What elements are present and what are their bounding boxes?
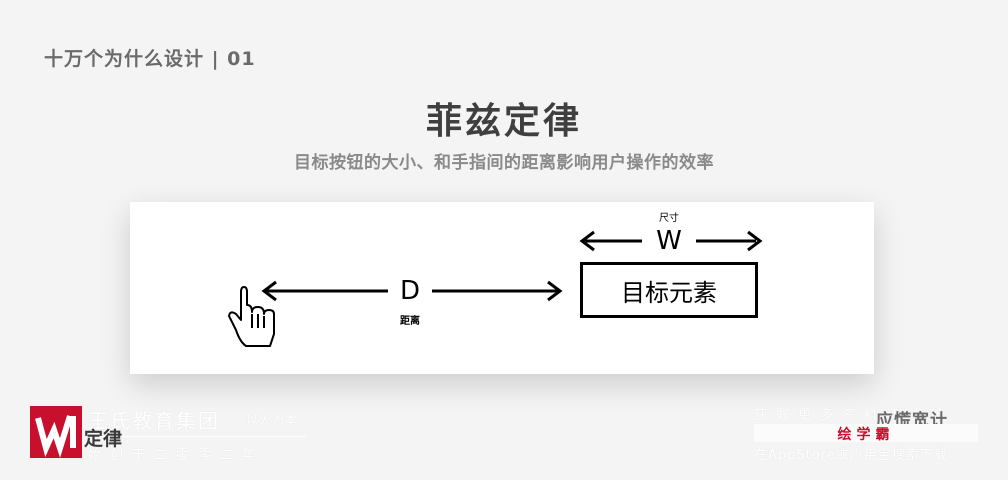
hand-pointer-icon	[228, 286, 275, 347]
series-label: 十万个为什么设计 | 01	[44, 48, 256, 70]
overlay-word: 定律	[84, 428, 123, 450]
distance-letter: D	[399, 276, 421, 306]
brand-divider	[88, 436, 306, 437]
width-arrow	[579, 230, 763, 252]
page-title: 菲兹定律	[425, 101, 582, 142]
width-letter: W	[656, 226, 682, 256]
distance-arrow	[261, 280, 563, 302]
brand-founded: 始创于二零零二年	[88, 448, 265, 463]
brand-name: 王氏教育集团	[88, 409, 220, 433]
target-element: 目标元素	[580, 262, 758, 318]
size-caption: 尺寸	[659, 213, 679, 224]
app-name: 绘学霸	[837, 427, 895, 443]
distance-caption: 距离	[400, 316, 420, 327]
page-subtitle: 目标按钮的大小、和手指间的距离影响用户操作的效率	[294, 153, 714, 173]
brand-tagline: 以人为本	[246, 413, 299, 427]
promo-bottom-text: 在AppStore或应用宝搜索下载	[754, 448, 948, 463]
brand-logo-icon	[30, 406, 82, 458]
diagram-arrows	[228, 230, 763, 347]
promo-top-text: 获取更多资料请注册	[754, 408, 953, 423]
promo-bar	[754, 424, 978, 442]
diagram-card: D 距离 W 尺寸 目标元素	[130, 202, 874, 374]
